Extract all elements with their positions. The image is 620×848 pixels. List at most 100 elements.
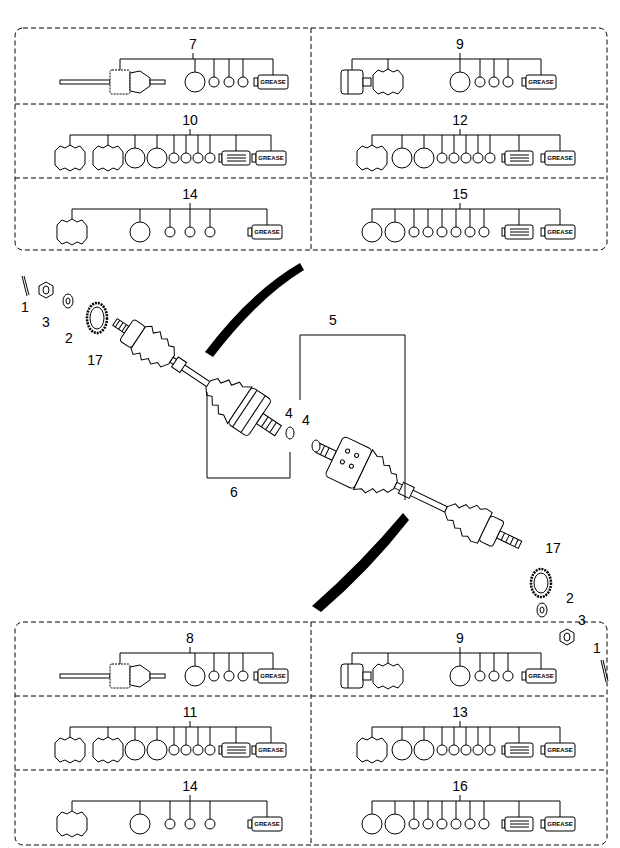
callout-number: 12 [452,113,468,127]
kit-part-icon [510,821,529,822]
kit-part-icon [185,666,205,686]
kit-part-icon [125,148,145,168]
leader-line [466,135,467,153]
leader-line [456,209,457,227]
callout-number: 1 [593,641,601,655]
bracket-line [207,392,290,478]
kit-part-icon [147,740,167,760]
kit-part-icon [385,222,405,242]
leader-line [454,135,455,153]
grease-tube [545,151,575,165]
leader-line [190,801,191,819]
grease-tube [222,743,250,757]
kit-part-icon [362,814,382,834]
leader-line [490,135,491,153]
bracket-line [120,59,273,60]
kit-part-icon [437,153,447,163]
leader-line [186,727,187,745]
leader-line [267,801,268,817]
grease-tube [526,75,556,89]
callout-number: 2 [65,331,73,345]
kit-cell: 14 [15,770,311,845]
circlip [312,440,320,452]
kit-part-icon [254,78,258,86]
kit-part-icon [541,820,545,828]
leader-line [442,209,443,227]
kit-part-icon [510,161,529,162]
bracket-line [70,135,271,136]
kit-part-icon [385,814,405,834]
leader-line [494,59,495,77]
kit-part-icon [465,227,475,237]
leader-line [424,727,425,740]
kit-part-icon [362,222,382,242]
kit-part-icon [489,77,499,87]
leader-line [388,59,389,69]
kit-cell: 9 [311,622,607,696]
kit-part-icon [510,229,529,230]
leader-line [72,801,73,811]
kit-cell: 7 [15,28,311,104]
kit-cell: 12 [311,104,607,178]
leader-line [460,647,461,653]
leader-line [186,135,187,153]
kit-part-icon [510,232,529,233]
leader-line [560,727,561,743]
kit-part-icon [510,158,529,159]
leader-line [190,209,191,227]
kit-part-icon [510,824,529,825]
leader-line [460,653,461,666]
kit-part-icon [227,161,246,162]
leader-line [460,203,461,209]
callout-number: 11 [183,705,198,719]
kit-part-icon [409,227,419,237]
kit-part-icon [414,740,434,760]
kit-part-icon [227,155,246,156]
kit-part-icon [451,227,461,237]
kit-part-icon [169,745,179,755]
grease-label: GREASE [528,673,553,679]
leader-line [372,135,373,145]
kit-part-icon [181,745,191,755]
grease-label: GREASE [260,79,285,85]
bracket-line [70,727,271,728]
boot-icon [57,219,87,245]
kit-cell: 14 [15,178,311,250]
kit-part-icon [409,819,419,829]
leader-line [519,135,520,151]
leader-line [210,801,211,819]
leader-line [460,53,461,59]
grease-label: GREASE [547,155,572,161]
kit-part-icon [503,77,513,87]
leader-line [135,727,136,740]
kit-part-icon [227,753,246,754]
kit-cell: 15 [311,178,607,250]
kit-part-icon [414,148,434,168]
leader-line [271,727,272,743]
drive-shaft-right [308,428,529,564]
hub-nut [560,629,574,645]
grease-label: GREASE [528,79,553,85]
kit-part-icon [205,153,215,163]
bracket-line [120,653,273,654]
leader-line [424,135,425,148]
kit-part-icon [130,222,150,242]
callout-number: 15 [452,187,468,201]
leader-line [352,653,353,664]
callout-number: 6 [230,485,238,499]
bracket-line [372,801,560,802]
leader-line [460,129,461,135]
grease-tube [545,817,575,831]
leader-line [195,653,196,666]
kit-part-icon [181,153,191,163]
kit-part-icon [227,158,246,159]
kit-part-icon [437,227,447,237]
callout-number: 16 [452,779,468,793]
leader-line [460,59,461,72]
kit-cell: 9 [311,28,607,104]
leader-line [466,727,467,745]
leader-line [402,727,403,740]
leader-line [470,209,471,227]
leader-line [174,727,175,745]
